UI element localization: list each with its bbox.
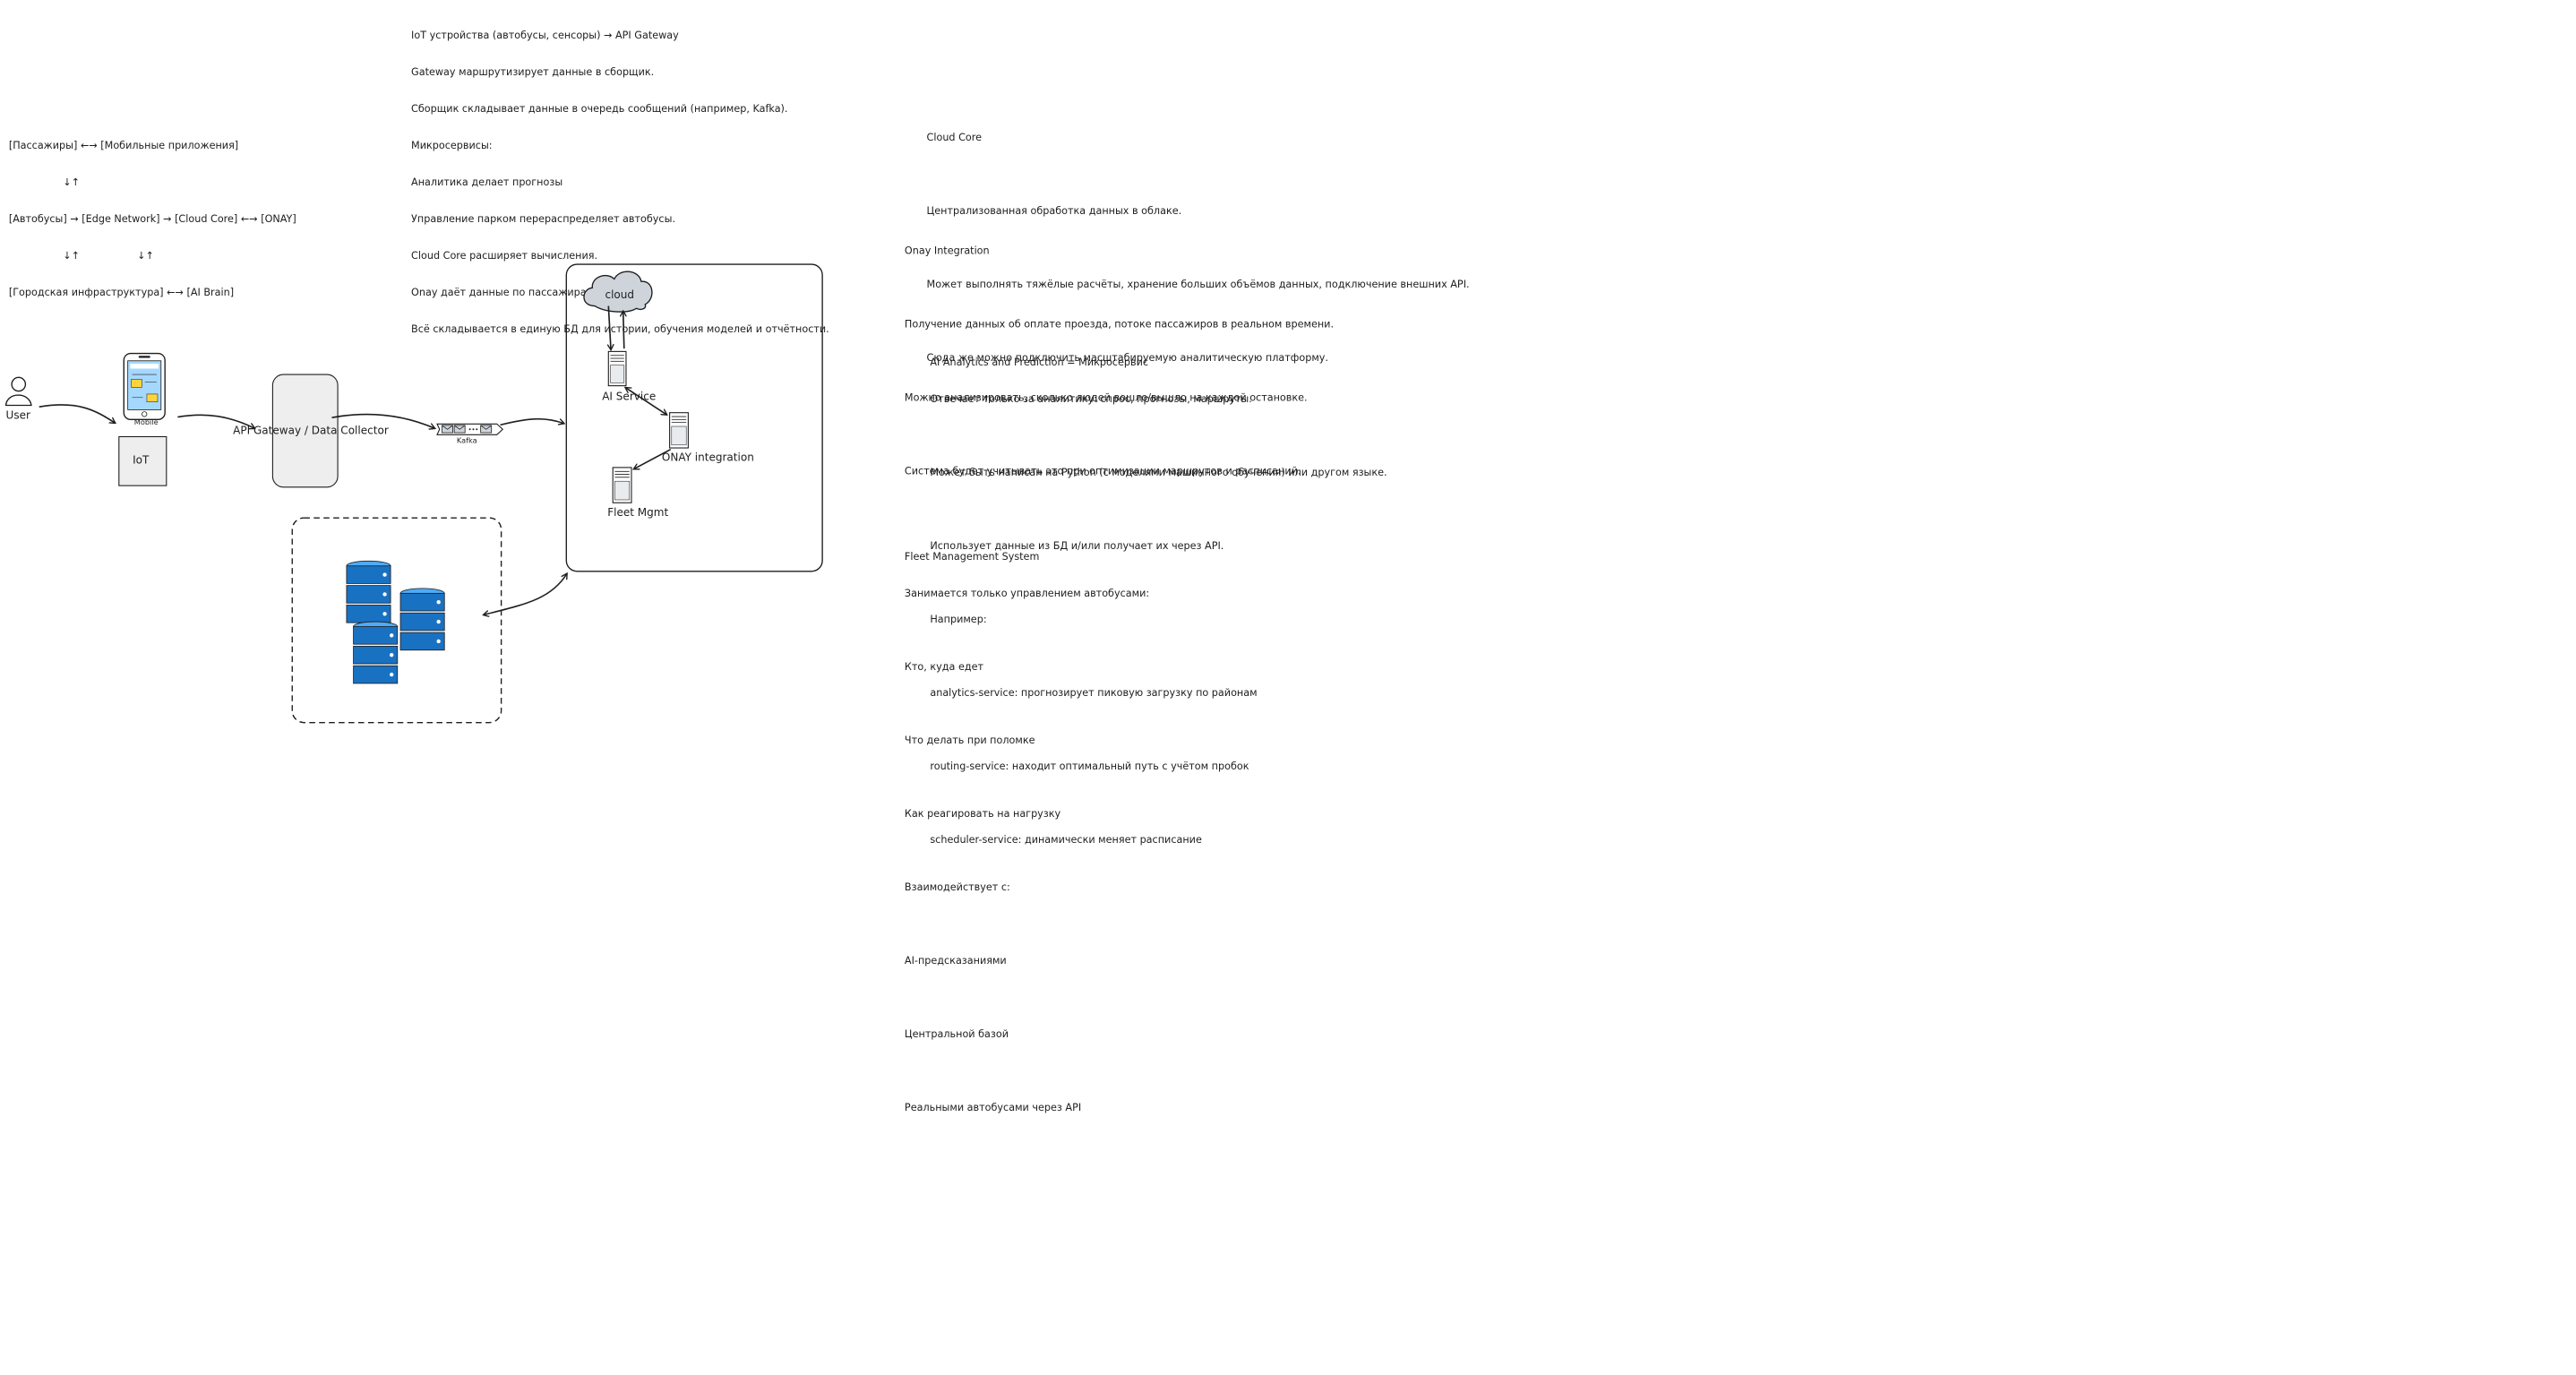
user-label: User: [5, 408, 30, 422]
flow-step: Аналитика делает прогнозы: [411, 176, 563, 188]
flow-step: Всё складывается в единую БД для истории…: [411, 322, 829, 335]
ai-service-label: AI Service: [602, 391, 657, 403]
flow-step: Микросервисы:: [411, 139, 493, 151]
fleet-notes: Fleet Management System Занимается тольк…: [905, 526, 1149, 1125]
ai-notes: AI Analytics and Prediction = Микросерви…: [930, 332, 1387, 858]
topology-line: ↓↑: [8, 176, 81, 188]
mobile-phone-icon[interactable]: [123, 352, 166, 421]
arrow-onay-to-fleet: [634, 448, 672, 469]
architecture-diagram: [4, 263, 823, 724]
fleet-server-icon[interactable]: [612, 467, 632, 503]
cloud-core-notes: Cloud Core Централизованная обработка да…: [927, 107, 1470, 376]
onay-server-icon[interactable]: [669, 412, 689, 449]
flow-step: IoT устройства (автобусы, сенсоры) → API…: [411, 29, 679, 41]
topology-line: [Автобусы] → [Edge Network] → [Cloud Cor…: [8, 212, 296, 225]
topology-line: ↓↑ ↓↑: [8, 249, 155, 262]
note-line: scheduler-service: динамически меняет ра…: [930, 833, 1202, 846]
note-line: routing-service: находит оптимальный пут…: [930, 760, 1249, 772]
note-line: Например:: [930, 613, 987, 625]
iot-label: IoT: [133, 454, 150, 467]
note-line: Реальными автобусами через API: [904, 1101, 1082, 1113]
arrow-gateway-to-kafka: [331, 413, 435, 429]
note-line: Сюда же можно подключить масштабируемую …: [926, 351, 1328, 364]
flow-step: Gateway маршрутизирует данные в сборщик.: [411, 65, 655, 78]
topology-text: [Пассажиры] ←→ [Мобильные приложения] ↓↑…: [9, 115, 296, 311]
note-line: Взаимодействует с:: [904, 881, 1010, 893]
note-line: Использует данные из БД и/или получает и…: [930, 539, 1224, 552]
cloud-icon[interactable]: [583, 271, 653, 313]
note-line: analytics-service: прогнозирует пиковую …: [930, 686, 1258, 699]
arrow-cloud-to-ai: [608, 305, 611, 350]
fleet-mgmt-label: Fleet Mgmt: [607, 506, 669, 520]
cloud-label: cloud: [605, 288, 635, 302]
ai-service-server-icon[interactable]: [607, 350, 627, 387]
database-container: [291, 517, 502, 724]
note-line: Система будет учитывать это при оптимиза…: [904, 465, 1301, 477]
arrow-user-to-mobile: [39, 404, 116, 423]
note-subtitle: Занимается только управлением автобусами…: [904, 587, 1150, 599]
onay-integration-label: ONAY integration: [661, 451, 754, 464]
flow-steps: IoT устройства (автобусы, сенсоры) → API…: [411, 4, 829, 348]
microservices-container: [565, 263, 823, 572]
note-line: Что делать при поломке: [904, 734, 1035, 746]
gateway-label: API Gateway / Data Collector: [233, 425, 389, 438]
note-line: Получение данных об оплате проезда, пото…: [904, 318, 1335, 331]
topology-line: [Городская инфраструктура] ←→ [AI Brain]: [8, 286, 235, 298]
kafka-label: Kafka: [456, 435, 477, 445]
flow-step: Сборщик складывает данные в очередь сооб…: [411, 102, 788, 115]
note-line: Центральной базой: [904, 1027, 1009, 1040]
user-icon[interactable]: [4, 376, 32, 407]
topology-line: [Пассажиры] ←→ [Мобильные приложения]: [8, 139, 239, 151]
kafka-queue-icon[interactable]: [436, 423, 504, 435]
flow-step: Управление парком перераспределяет автоб…: [411, 212, 675, 225]
note-line: AI-предсказаниями: [904, 954, 1007, 967]
note-title: Cloud Core: [926, 131, 983, 143]
api-gateway-box[interactable]: [271, 374, 339, 488]
onay-notes: Onay Integration Получение данных об опл…: [905, 220, 1334, 490]
arrow-ai-onay: [625, 388, 666, 415]
flow-step: Cloud Core расширяет вычисления.: [411, 249, 598, 262]
note-line: Может быть написан на Python (с моделями…: [930, 466, 1387, 478]
arrow-ai-to-cloud: [623, 312, 624, 349]
iot-box[interactable]: [118, 435, 167, 486]
arrow-kafka-to-services: [500, 417, 564, 426]
note-line: Централизованная обработка данных в обла…: [926, 204, 1182, 217]
flow-step: Onay даёт данные по пассажирам.: [411, 286, 597, 298]
database-icon[interactable]: [346, 560, 445, 684]
note-line: Кто, куда едет: [904, 660, 984, 673]
arrow-db-services: [484, 573, 567, 614]
note-subtitle: Отвечает только за аналитику: спрос, про…: [930, 392, 1252, 405]
note-title: Fleet Management System: [904, 550, 1040, 563]
note-line: Можно анализировать, сколько людей вошло…: [904, 391, 1308, 404]
note-title: Onay Integration: [904, 245, 990, 257]
note-line: Может выполнять тяжёлые расчёты, хранени…: [926, 278, 1470, 290]
note-title: AI Analytics and Prediction = Микросерви…: [930, 356, 1149, 368]
mobile-label: Mobile: [133, 417, 159, 427]
note-line: Как реагировать на нагрузку: [904, 807, 1061, 820]
arrow-mobile-to-gateway: [177, 414, 254, 428]
